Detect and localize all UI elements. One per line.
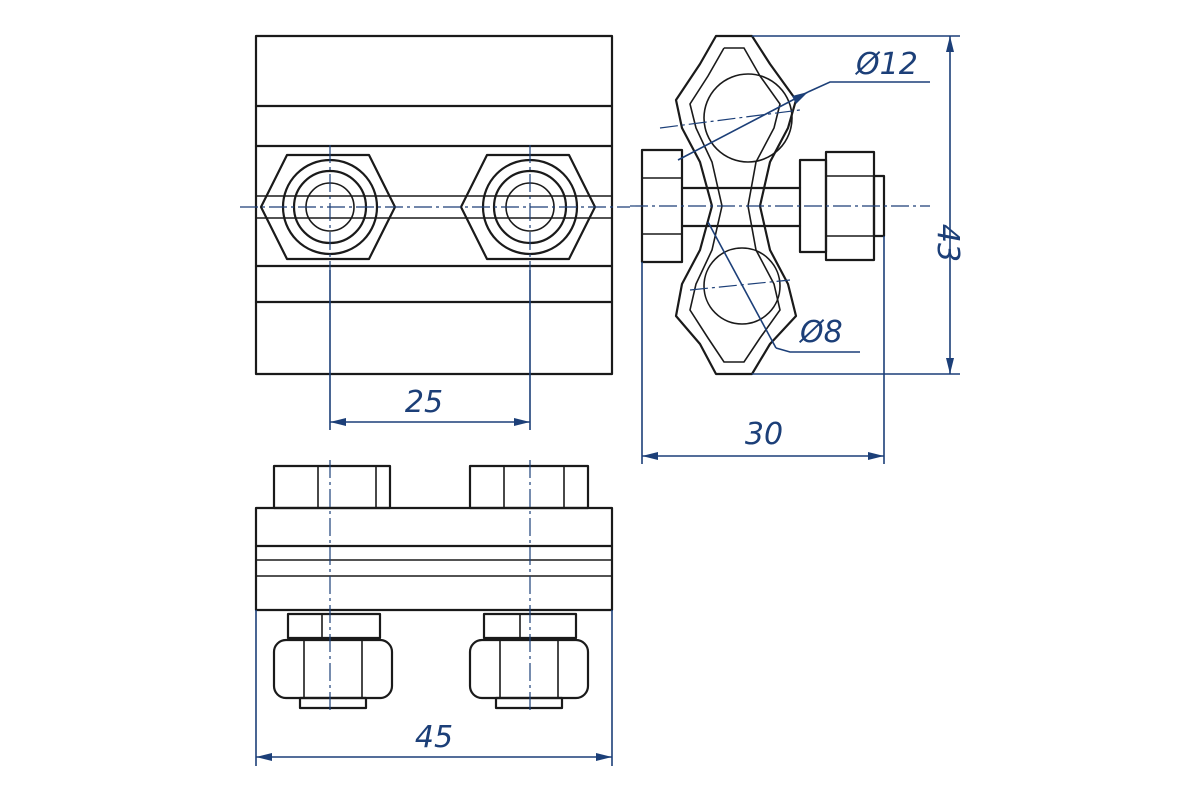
dimension-small-groove: Ø8 — [707, 221, 860, 353]
label-dia-12: Ø12 — [854, 47, 918, 82]
side-view: Ø12 Ø8 30 43 — [630, 34, 965, 464]
nut-bottom-right — [468, 638, 590, 710]
label-43: 43 — [930, 224, 965, 262]
dimension-overall-width: 45 — [255, 610, 613, 766]
label-25: 25 — [405, 385, 443, 420]
groove-large — [703, 73, 793, 163]
groove-small — [703, 247, 781, 325]
dimension-depth: 30 — [641, 236, 885, 464]
bolt-head-top-right — [468, 464, 590, 510]
bolt-head-top-left — [272, 464, 392, 510]
clamp-body-outline — [254, 34, 614, 376]
dimension-bolt-spacing: 25 — [329, 270, 531, 430]
dimension-height: 43 — [752, 35, 965, 375]
front-view: 25 — [240, 34, 630, 430]
label-45: 45 — [415, 720, 453, 755]
nut-bottom-left — [272, 638, 394, 710]
clamp-plate — [254, 506, 614, 612]
label-30: 30 — [745, 417, 783, 452]
label-dia-8: Ø8 — [798, 315, 843, 350]
dimension-large-groove: Ø12 — [677, 47, 930, 161]
top-view: 45 — [254, 460, 614, 766]
